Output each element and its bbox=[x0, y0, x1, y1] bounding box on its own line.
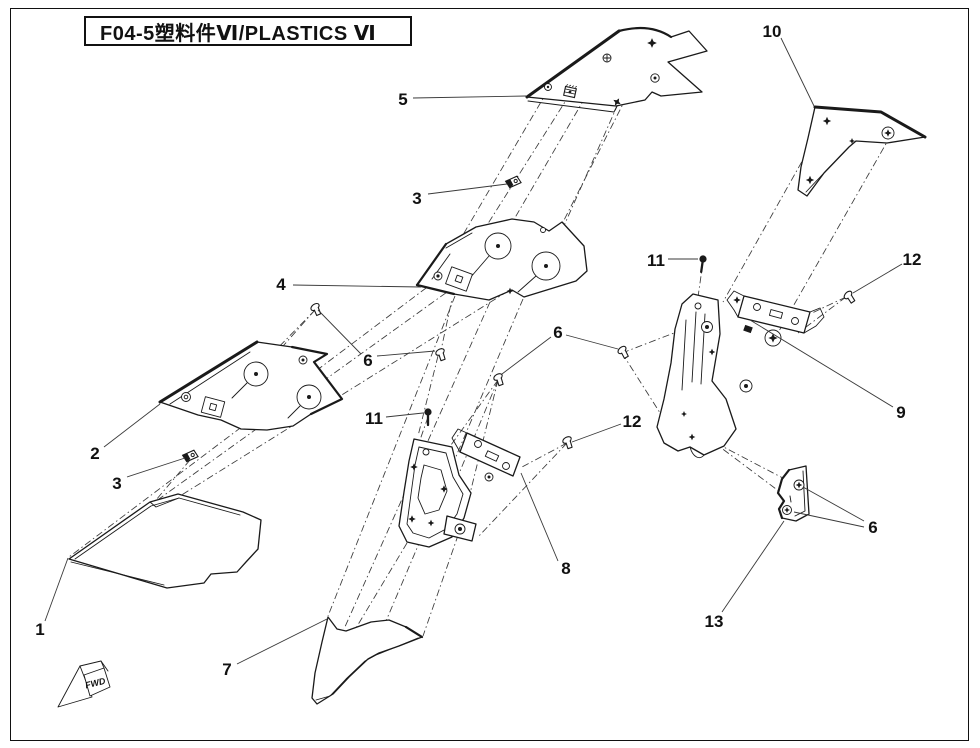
callout-label-11: 11 bbox=[647, 251, 665, 270]
part-5-top-panel bbox=[525, 26, 708, 113]
screw-icon bbox=[309, 301, 325, 318]
fwd-label: FWD bbox=[84, 676, 107, 691]
callout-label-6: 6 bbox=[868, 518, 877, 537]
assembly-alignment-lines bbox=[68, 44, 892, 689]
title-box: F04-5塑料件Ⅵ/PLASTICS Ⅵ bbox=[84, 16, 412, 46]
clip-fastener-icon bbox=[504, 175, 523, 189]
callout-label-1: 1 bbox=[35, 620, 44, 639]
page-title: F04-5塑料件Ⅵ/PLASTICS Ⅵ bbox=[100, 22, 377, 45]
part-1-bottom-panel bbox=[68, 493, 262, 589]
callout-label-13: 13 bbox=[705, 612, 724, 631]
callout-label-6: 6 bbox=[553, 323, 562, 342]
part-8-center-bracket bbox=[398, 428, 521, 548]
part-9-right-bracket bbox=[656, 290, 825, 459]
callout-label-2: 2 bbox=[90, 444, 99, 463]
callout-label-7: 7 bbox=[222, 660, 231, 679]
callout-label-10: 10 bbox=[763, 22, 782, 41]
page-border bbox=[10, 8, 969, 741]
callout-label-12: 12 bbox=[903, 250, 922, 269]
pin-icon bbox=[696, 253, 709, 274]
callout-label-3: 3 bbox=[112, 474, 121, 493]
part-4-middle-panel bbox=[415, 218, 588, 301]
callout-label-5: 5 bbox=[398, 90, 407, 109]
screw-icon bbox=[561, 434, 576, 451]
callout-label-8: 8 bbox=[561, 559, 570, 578]
callout-label-4: 4 bbox=[276, 275, 286, 294]
callout-label-6: 6 bbox=[363, 351, 372, 370]
callout-label-12: 12 bbox=[623, 412, 642, 431]
part-2-left-panel bbox=[158, 340, 344, 431]
callout-leader-lines bbox=[44, 37, 903, 665]
callout-labels: 5 10 3 4 11 12 6 6 9 2 3 11 12 8 1 7 13 … bbox=[35, 22, 921, 679]
callout-label-11: 11 bbox=[365, 409, 383, 428]
callout-label-9: 9 bbox=[896, 403, 905, 422]
part-13-small-bracket bbox=[776, 465, 810, 522]
callout-label-3: 3 bbox=[412, 189, 421, 208]
screw-icon bbox=[616, 344, 632, 361]
fwd-direction-marker: FWD bbox=[57, 660, 111, 708]
part-7-lower-wing-panel bbox=[311, 616, 424, 705]
part-10-upper-right-panel bbox=[797, 105, 927, 197]
pin-icon bbox=[423, 407, 433, 427]
fastener-icon bbox=[733, 296, 741, 304]
clip-fastener-icon bbox=[181, 449, 200, 463]
